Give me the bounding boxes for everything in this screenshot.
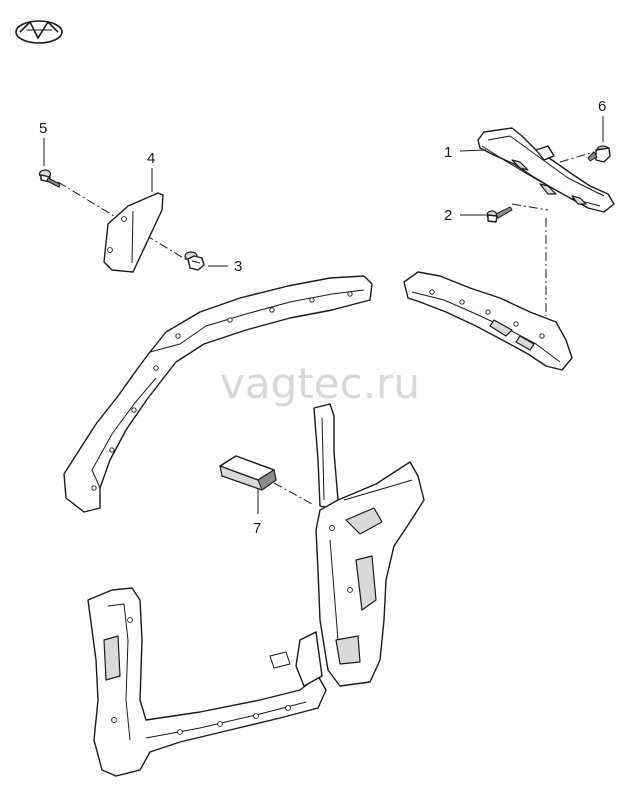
- callout-5: 5: [39, 120, 47, 137]
- part-4-bracket: [103, 192, 164, 273]
- callout-4: 4: [147, 150, 155, 167]
- watermark-text: vagtec.ru: [220, 359, 420, 408]
- callout-3: 3: [234, 258, 242, 275]
- part-1-rail-bracket: [477, 127, 615, 213]
- part-5-screw: [38, 169, 61, 188]
- part-2-screw: [486, 206, 513, 223]
- callout-leaders: [43, 116, 604, 514]
- part-7-insert-block: [219, 455, 277, 491]
- callout-labels: 1 2 3 4 5 6 7: [39, 98, 606, 537]
- part-3-clip: [184, 251, 205, 271]
- side-frame-assembly: [87, 403, 425, 777]
- right-roof-rail: [403, 271, 573, 371]
- callout-6: 6: [598, 98, 606, 115]
- part-6-push-pin: [587, 145, 611, 163]
- assembly-lines: [57, 151, 595, 505]
- brand-logo-icon: [15, 20, 63, 44]
- callout-1: 1: [444, 144, 452, 161]
- callout-2: 2: [444, 207, 452, 224]
- left-roof-rail: [63, 275, 373, 513]
- callout-7: 7: [253, 520, 261, 537]
